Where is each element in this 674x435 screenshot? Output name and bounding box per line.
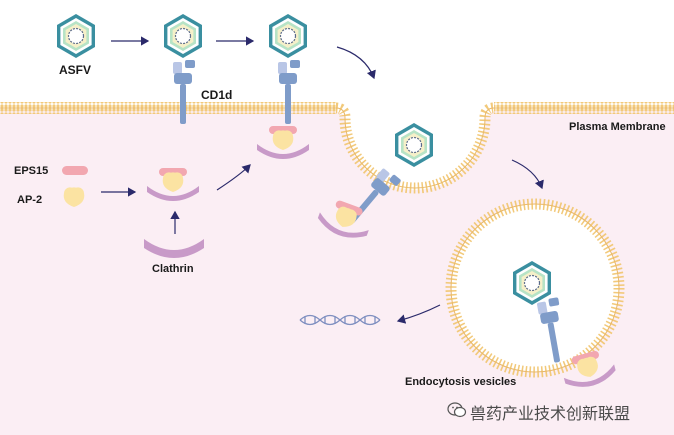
clathrin-label: Clathrin bbox=[152, 263, 194, 275]
plasma-membrane-label: Plasma Membrane bbox=[569, 121, 666, 133]
asfv-virus-pit bbox=[394, 122, 434, 168]
asfv-label: ASFV bbox=[59, 63, 92, 77]
watermark-text: 兽药产业技术创新联盟 bbox=[470, 404, 631, 423]
ap2-label: AP-2 bbox=[17, 194, 43, 206]
endocytosis-vesicles-label: Endocytosis vesicles bbox=[405, 376, 517, 388]
ap2-legend-shape bbox=[63, 187, 85, 207]
eps15-label: EPS15 bbox=[14, 165, 49, 177]
wechat-icon bbox=[447, 402, 467, 418]
arrow-to-pit bbox=[336, 46, 376, 80]
asfv-virus-bound-1 bbox=[163, 13, 203, 59]
arrow-pit-to-vesicle bbox=[511, 159, 544, 190]
clathrin-legend-shape bbox=[144, 239, 204, 258]
asfv-virus-bound-2 bbox=[268, 13, 308, 59]
arrow-complex-to-membrane bbox=[216, 164, 251, 191]
eps15-legend-shape bbox=[62, 166, 88, 175]
arrow-vesicle-to-dna bbox=[396, 304, 441, 324]
flow-arrows bbox=[101, 36, 544, 324]
cd1d-label: CD1d bbox=[201, 88, 233, 102]
viral-dna-helix bbox=[299, 314, 381, 326]
asfv-virus-free bbox=[56, 13, 96, 59]
plasma-membrane bbox=[0, 102, 674, 194]
